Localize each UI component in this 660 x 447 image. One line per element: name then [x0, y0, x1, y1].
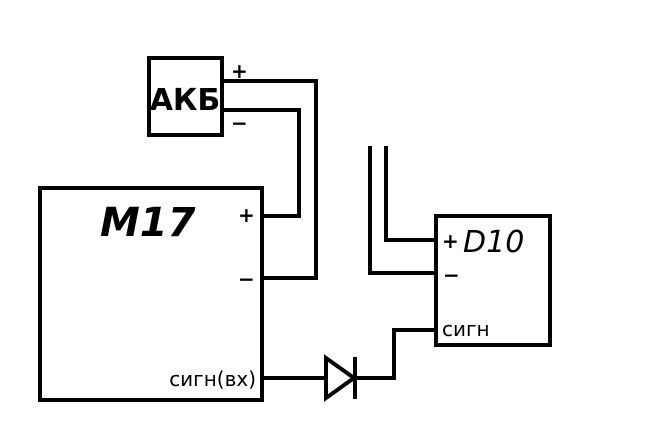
m17-box — [38, 186, 264, 402]
battery-minus-label: − — [231, 111, 248, 135]
m17-plus-label: + — [238, 203, 255, 227]
d10-minus-wire — [368, 146, 438, 275]
m17-signal-label: сигн(вх) — [169, 367, 256, 391]
battery-label: АКБ — [150, 83, 221, 118]
battery-box — [147, 56, 224, 137]
d10-plus-label: + — [442, 229, 459, 253]
battery-plus-wire — [220, 79, 318, 280]
d10-signal-label: сигн — [442, 317, 490, 341]
m17-label: M17 — [100, 200, 196, 246]
d10-box — [434, 214, 552, 347]
battery-plus-label: + — [231, 59, 248, 83]
diode-symbol — [324, 354, 358, 402]
d10-minus-label: − — [443, 263, 460, 287]
signal-wire-right — [353, 328, 438, 380]
d10-plus-wire — [384, 146, 438, 242]
m17-minus-label: − — [238, 267, 255, 291]
battery-minus-wire — [220, 108, 301, 218]
d10-label: D10 — [463, 225, 524, 260]
